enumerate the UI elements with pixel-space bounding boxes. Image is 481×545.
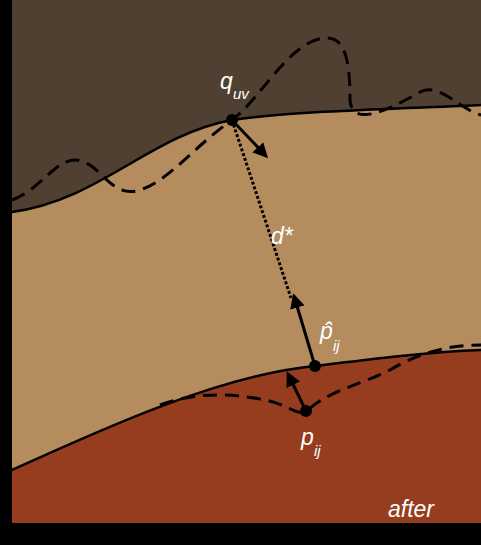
subscript: ij [314, 443, 321, 458]
top-layer [12, 0, 481, 212]
distance-line [232, 120, 291, 298]
smoothed-boundary [12, 105, 481, 212]
point-label: p̂ [320, 320, 333, 343]
normal-arrow [232, 120, 266, 156]
point-label: p [301, 426, 314, 449]
bottom-layer [12, 350, 481, 523]
original-boundary [12, 38, 481, 200]
middle-layer [12, 0, 481, 523]
point [309, 360, 321, 372]
subscript: uv [233, 86, 249, 101]
normal-arrow [288, 374, 306, 411]
panel-label: after [388, 498, 434, 521]
point [300, 405, 312, 417]
normal-arrow [294, 296, 315, 366]
smoothed-boundary [12, 350, 481, 470]
original-boundary [160, 345, 481, 413]
distance-label: d* [271, 225, 293, 248]
point-label: q [220, 70, 233, 93]
subscript: ij [333, 338, 340, 353]
point [226, 114, 238, 126]
